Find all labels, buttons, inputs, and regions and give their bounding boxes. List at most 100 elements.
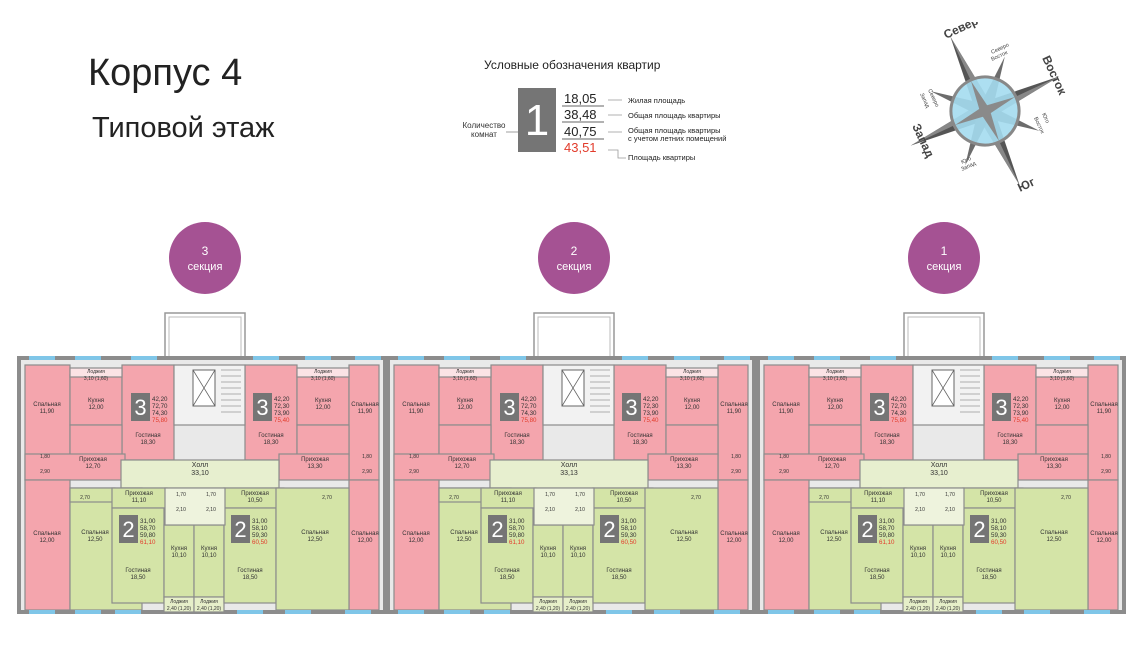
- dim-5: 2,70: [80, 495, 90, 501]
- dim-9: 1,80: [1101, 454, 1111, 460]
- hallway-right: [1017, 453, 1089, 481]
- legend-label-living: Жилая площадь: [628, 96, 685, 105]
- section-2: 2секцияСпальная11,90Кухня12,00Гостиная18…: [386, 222, 756, 614]
- loggia-green-left-name: Лоджия: [539, 599, 557, 605]
- bedroom-lower-left-name: Спальная: [33, 531, 60, 537]
- bedroom-green-right-area: 12,50: [1046, 537, 1062, 543]
- window-top-2: [131, 356, 157, 360]
- apt3-left-living: 42,20: [891, 396, 907, 403]
- legend-title: Условные обозначения квартир: [484, 58, 661, 72]
- hallway-lower-right-name: Прихожая: [241, 491, 269, 497]
- window-bottom-0: [29, 610, 55, 614]
- window-bottom-1: [444, 610, 470, 614]
- floor-subtitle: Типовой этаж: [92, 112, 275, 144]
- kitchen-green-left-area: 10,10: [171, 553, 187, 559]
- kitchen-left-name: Кухня: [88, 398, 104, 404]
- bedroom-green-right-area: 12,50: [307, 537, 323, 543]
- dim-4: 2,10: [206, 507, 216, 513]
- bath-core-lower: [903, 487, 965, 526]
- hall-name: Холл: [931, 462, 948, 469]
- kitchen-left: [69, 374, 123, 426]
- kitchen-green-right: [932, 524, 964, 598]
- legend: Количество комнат 1 18,05 38,48 40,75 43…: [463, 88, 726, 162]
- hallway-lower-right-area: 10,50: [986, 498, 1002, 504]
- kitchen-left-area: 12,00: [827, 405, 843, 411]
- living-green-left-name: Гостиная: [494, 568, 519, 574]
- bedroom-far-right: [1087, 364, 1119, 481]
- hallway-lower-left-area: 11,10: [132, 498, 147, 504]
- apt3-left-summer: 74,30: [891, 410, 907, 417]
- living-green-left-area: 18,50: [130, 575, 146, 581]
- window-bottom-5: [345, 610, 371, 614]
- kitchen-green-right-name: Кухня: [940, 546, 956, 552]
- apt3-right-summer: 73,90: [643, 410, 659, 417]
- living-left-name: Гостиная: [874, 433, 899, 439]
- bedroom-far-left-area: 11,90: [409, 409, 424, 415]
- compass-north: Север: [941, 22, 980, 42]
- apt2-left-hall: [438, 487, 485, 503]
- elevator-cross: [192, 369, 216, 407]
- window-bottom-5: [1084, 610, 1110, 614]
- living-green-right-area: 18,50: [981, 575, 997, 581]
- apt3-right-badge: [622, 393, 641, 421]
- hallway-right: [278, 453, 350, 481]
- bedroom-far-left-name: Спальная: [33, 402, 60, 408]
- bedroom-far-left-name: Спальная: [772, 402, 799, 408]
- apt3-left-badge: [500, 393, 519, 421]
- apt3-left-rooms: 3: [134, 395, 146, 420]
- loggia-green-right-name: Лоджия: [200, 599, 218, 605]
- apt3-right-living: 42,20: [643, 396, 659, 403]
- kitchen-green-left: [532, 524, 564, 598]
- bedroom-lower-left-area: 12,00: [39, 538, 55, 544]
- legend-label-area: Площадь квартиры: [628, 153, 695, 162]
- hallway-right-area: 13,30: [676, 464, 692, 470]
- apt3-right-area: 75,40: [1013, 417, 1029, 424]
- apt2-right-rooms: 2: [603, 517, 615, 542]
- hallway-lower-left-area: 11,10: [501, 498, 516, 504]
- window-top-3: [622, 356, 648, 360]
- loggia-green-left-name: Лоджия: [170, 599, 188, 605]
- apt3-left-summer: 74,30: [152, 410, 168, 417]
- hallway-lower-right-name: Прихожая: [980, 491, 1008, 497]
- bedroom-far-left-area: 11,90: [40, 409, 55, 415]
- loggia-right-name: Лоджия: [683, 369, 701, 375]
- living-left-area: 18,30: [140, 440, 156, 446]
- bedroom-lower-right-area: 12,00: [357, 538, 373, 544]
- apt2-right-badge: [231, 515, 250, 543]
- apt2-right-summer: 59,30: [621, 532, 637, 539]
- bedroom-far-right: [717, 364, 749, 481]
- bedroom-far-left-name: Спальная: [402, 402, 429, 408]
- legend-label-summer-2: с учетом летних помещений: [628, 134, 726, 143]
- apt3-right-total: 72,30: [1013, 403, 1029, 410]
- apt2-left-rooms: 2: [491, 517, 503, 542]
- apt2-right-rooms: 2: [973, 517, 985, 542]
- hallway-lower-right-area: 10,50: [247, 498, 263, 504]
- apt2-left-hall: [808, 487, 855, 503]
- loggia-left-name: Лоджия: [826, 369, 844, 375]
- dim-9: 1,80: [731, 454, 741, 460]
- hallway-lower-left-name: Прихожая: [864, 491, 892, 497]
- bath-right: [296, 424, 350, 456]
- apt2-right-summer: 59,30: [252, 532, 268, 539]
- loggia-green-left-area: 2,40 (1,20): [536, 606, 561, 612]
- loggia-right-area: 3,10 (1,60): [311, 376, 336, 382]
- kitchen-right-name: Кухня: [315, 398, 331, 404]
- hallway-lower-right-area: 10,50: [616, 498, 632, 504]
- bedroom-green-left-area: 12,50: [826, 537, 842, 543]
- living-green-left-name: Гостиная: [864, 568, 889, 574]
- section-circle: [538, 222, 610, 294]
- bedroom-lower-right: [717, 479, 749, 611]
- bath-core-lower: [533, 487, 595, 526]
- compass-rose: Север Восток Юг Запад Северо Восток Севе…: [909, 22, 1070, 195]
- apt3-left-area: 75,80: [521, 417, 537, 424]
- loggia-green-left-area: 2,40 (1,20): [906, 606, 931, 612]
- loggia-right-name: Лоджия: [314, 369, 332, 375]
- hallway-left: [393, 453, 495, 481]
- kitchen-green-left: [163, 524, 195, 598]
- dim-10: 2,90: [731, 469, 741, 475]
- bedroom-green-right-name: Спальная: [1040, 530, 1067, 536]
- apt2-left-living: 31,00: [509, 518, 525, 525]
- apt2-right-living: 31,00: [991, 518, 1007, 525]
- kitchen-left-area: 12,00: [88, 405, 104, 411]
- section-3: 3секцияСпальная11,90Кухня12,00Гостиная18…: [17, 222, 387, 614]
